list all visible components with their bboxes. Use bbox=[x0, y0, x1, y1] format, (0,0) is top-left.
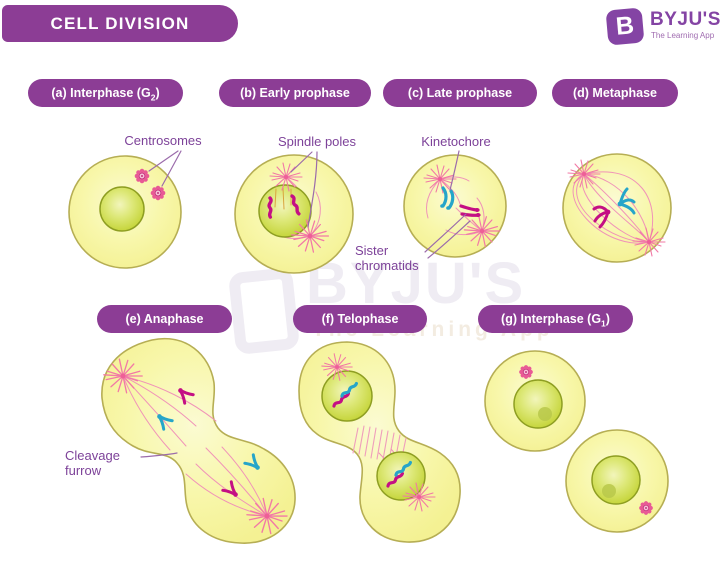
phase-d-text: (d) Metaphase bbox=[572, 86, 658, 100]
cleavage-furrow-label: Cleavage furrow bbox=[65, 448, 120, 478]
byjus-logo-name: BYJU'S bbox=[650, 9, 720, 30]
cell-b-early-prophase bbox=[234, 151, 354, 274]
centrosome-icon bbox=[518, 364, 534, 380]
sister-chromatids-label: Sister chromatids bbox=[355, 243, 419, 273]
phase-label-early-prophase: (b) Early prophase bbox=[219, 79, 371, 107]
page-title: CELL DIVISION bbox=[2, 5, 238, 42]
cell-a-interphase-g2 bbox=[68, 150, 182, 269]
byjus-b-icon: B bbox=[605, 7, 645, 46]
phase-a-sub: 2 bbox=[150, 92, 156, 103]
cell-g-interphase-g1 bbox=[484, 350, 669, 533]
phase-e-text: (e) Anaphase bbox=[125, 312, 204, 326]
sister-chromatids-teal bbox=[440, 186, 455, 210]
phase-a-post: ) bbox=[155, 86, 160, 100]
phase-label-late-prophase: (c) Late prophase bbox=[383, 79, 537, 107]
phase-label-anaphase: (e) Anaphase bbox=[97, 305, 232, 333]
cell-d-metaphase bbox=[562, 153, 672, 263]
nucleolus bbox=[602, 484, 616, 498]
centrosomes-label: Centrosomes bbox=[124, 133, 202, 148]
phase-label-telophase: (f) Telophase bbox=[293, 305, 427, 333]
phase-g-post: ) bbox=[605, 312, 610, 326]
cell-f-telophase bbox=[298, 341, 461, 543]
sister-chromatids-magenta bbox=[459, 204, 481, 218]
centrosome-icon bbox=[134, 168, 150, 184]
nucleolus bbox=[538, 407, 552, 421]
phase-label-metaphase: (d) Metaphase bbox=[552, 79, 678, 107]
centrosome-icon bbox=[638, 500, 654, 516]
spindle-poles-label: Spindle poles bbox=[277, 134, 357, 149]
metaphase-chromosomes-teal bbox=[617, 187, 636, 215]
byjus-logo-tagline: The Learning App bbox=[651, 31, 715, 40]
cell-c-late-prophase bbox=[403, 150, 507, 259]
phase-b-text: (b) Early prophase bbox=[240, 86, 350, 100]
kinetochore-label: Kinetochore bbox=[421, 134, 491, 149]
phase-f-text: (f) Telophase bbox=[321, 312, 399, 326]
phase-a-text: (a) Interphase (G bbox=[51, 86, 151, 100]
phase-label-interphase-g2: (a) Interphase (G2) bbox=[28, 79, 183, 107]
metaphase-chromosomes-magenta bbox=[592, 205, 611, 229]
centrosome-icon bbox=[150, 185, 166, 201]
phase-c-text: (c) Late prophase bbox=[407, 86, 513, 100]
phase-g-text: (g) Interphase (G bbox=[501, 312, 602, 326]
byjus-logo: B BYJU'S The Learning App bbox=[605, 7, 720, 48]
phase-g-sub: 1 bbox=[601, 318, 606, 329]
cell-e-anaphase bbox=[101, 337, 296, 544]
phase-label-interphase-g1: (g) Interphase (G1) bbox=[478, 305, 633, 333]
